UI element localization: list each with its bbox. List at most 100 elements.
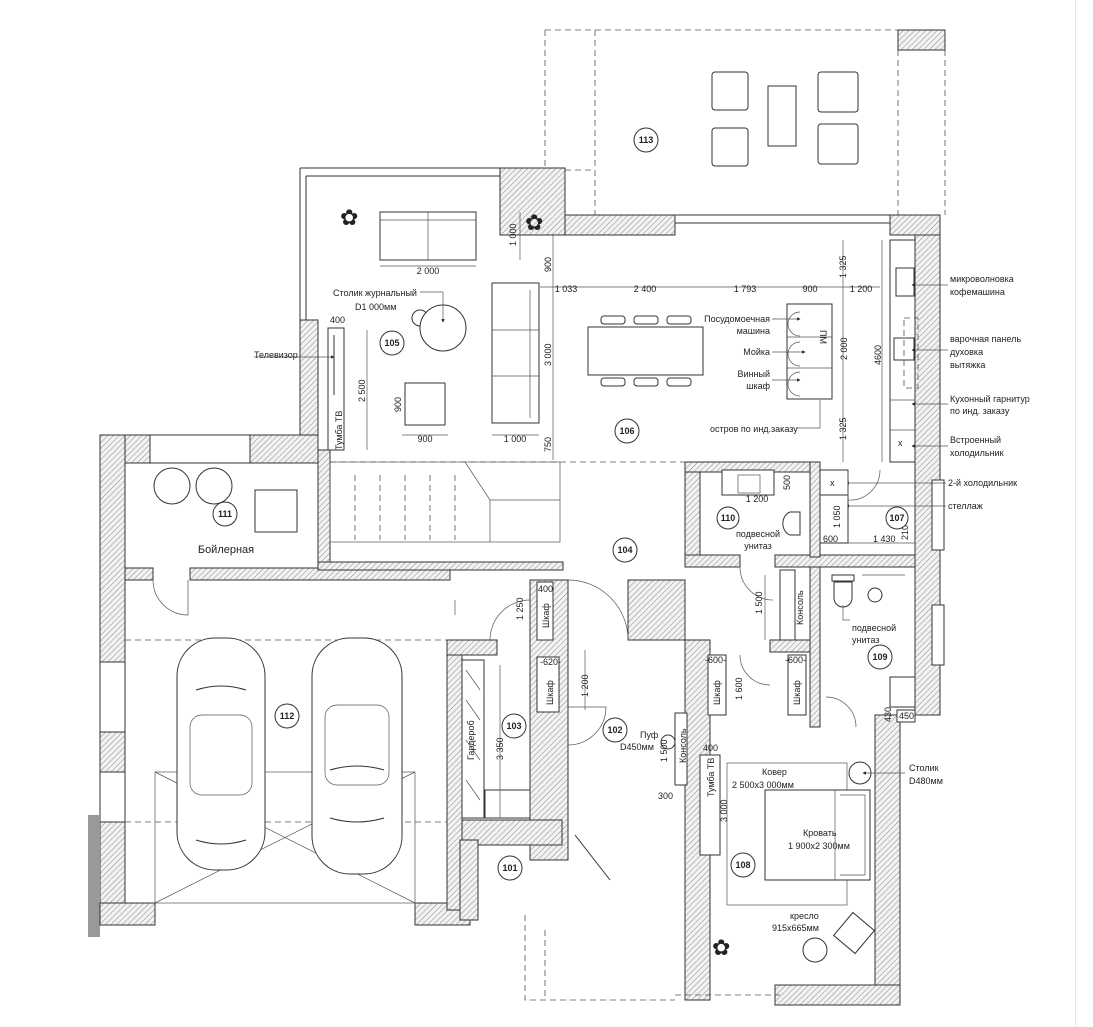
car-icon [176,637,266,871]
dim-1325-bottom: 1 325 [838,417,848,440]
dim-1200-hall: 1 200 [580,674,590,697]
hall-wardrobes: -600- -600- Шкаф Шкаф 1 600 [705,654,807,716]
armchair [832,911,876,955]
dim-sofa2-length: 3 000 [543,343,553,366]
room-number-107: 107 [889,513,904,523]
dim-living-2500: 2 500 [357,379,367,402]
dining-table [587,326,704,376]
room-number-105: 105 [384,338,399,348]
toilet-icon [833,581,853,608]
toilet-label-109-2: унитаз [852,635,880,645]
hood-label: вытяжка [950,360,985,370]
dishwasher-mark: ПМ [818,330,828,344]
room-number-108: 108 [735,860,750,870]
room-number-103: 103 [506,721,521,731]
shelving-label: стеллаж [948,501,983,511]
dim-1430: 1 430 [873,534,896,544]
dim-300: 300 [658,791,673,801]
room-number-110: 110 [721,513,736,523]
side-table-size: D480мм [909,776,943,786]
bed-label: Кровать [803,828,837,838]
microwave-label: микроволновка [950,274,1014,284]
fridge-label-2: холодильник [950,448,1004,458]
tv-label: Телевизор [254,350,298,360]
boiler-room-label: Бойлерная [198,544,254,556]
room-number-104: 104 [617,545,632,555]
armchair-label: кресло [790,911,819,921]
wardrobe-label: Шкаф [541,603,551,628]
dim-wardrobe-right-600: -600- [785,655,806,665]
boiler-room-111: 111 Бойлерная [152,467,298,616]
sofa-long [491,282,540,424]
dining-chairs [600,315,692,387]
room-marker-113 [633,127,659,153]
dim-1200: 1 200 [850,284,873,294]
pouf [660,734,676,750]
dishwasher-label: Посудомоечная [704,314,770,324]
side-table-label: Столик [909,763,939,773]
dim-450: 450 [899,711,914,721]
walls [88,167,945,1006]
dim-1793: 1 793 [734,284,757,294]
armchair [404,382,446,426]
dim-hall-1600: 1 600 [734,677,744,700]
tv-stand-bed-label: Тумба ТВ [706,758,716,797]
dim-wardrobe-left-600: -600- [705,655,726,665]
living-room-105: ✿ ✿ Столик журнальный D1 000мм Телевизор… [254,205,880,460]
dim-2000: 2 000 [839,337,849,360]
dim-basin-1200: 1 200 [746,494,769,504]
pouf-label: Пуф [640,730,659,740]
toilet-label-2: унитаз [744,541,772,551]
wardrobe-label-2: Шкаф [545,680,555,705]
carpet-label: Ковер [762,767,787,777]
room-number-106: 106 [619,426,634,436]
island-label: остров по инд.заказу [710,424,798,434]
dim-1033: 1 033 [555,284,578,294]
fridge-x-icon: x [898,438,903,448]
dim-1050: 1 050 [832,505,842,528]
boiler [254,489,298,533]
plant-icon: ✿ [712,935,730,960]
terrace-113: 113 [544,29,946,215]
bed-size: 1 900х2 300мм [788,841,850,851]
kitchen-106: ПМ x Посудомоечная машина Мойка Винный ш… [330,239,1030,511]
dim-sofa-depth: 1 000 [508,223,518,246]
dim-chair-height: 900 [393,397,403,412]
dim-bed-3000: 3 000 [719,799,729,822]
plant-icon: ✿ [340,205,358,230]
dim-900: 900 [802,284,817,294]
room-number-112: 112 [280,711,295,721]
dim-hall-1500: 1 500 [754,591,764,614]
room-number-113: 113 [639,135,654,145]
fridge-x-icon: x [830,478,835,488]
room-number-109: 109 [872,652,887,662]
plant-icon: ✿ [525,210,543,235]
hall-102-104: 1 200 Пуф D450мм 1 500 Консоль 300 102 1… [497,537,688,881]
dim-sofa2-width: 1 000 [504,434,527,444]
page-edge-line [1075,0,1076,1027]
bed [764,789,871,881]
kitchen-island [786,303,833,400]
room-number-101: 101 [502,863,517,873]
toilet-label-109: подвесной [852,623,896,633]
wine-cabinet-label-2: шкаф [746,381,770,391]
carpet-size: 2 500х3 000мм [732,780,794,790]
second-fridge-label: 2-й холодильник [948,478,1017,488]
dim-basin-500: 500 [782,475,792,490]
oven-label: духовка [950,347,983,357]
wine-cabinet-label: Винный [738,369,770,379]
bathroom-109: Консоль 1 500 подвесной унитаз 450 430 1… [754,569,916,728]
hob-label: варочная панель [950,334,1021,344]
dishwasher-label-2: машина [737,326,770,336]
dim-1250: 1 250 [515,597,525,620]
dim-wardrobe-620: -620- [540,657,561,667]
dim-sofa-width: 2 000 [417,266,440,276]
washbasin [721,469,775,496]
staircase [329,461,561,543]
dim-4600: 4600 [873,345,883,365]
dim-chair-width: 900 [417,434,432,444]
dim-600-pantry: 600 [823,534,838,544]
bedroom-108: 400 Тумба ТВ 3 000 ✿ Ковер 2 500х3 000мм… [699,743,943,963]
kitchen-leaders [772,283,948,508]
kitchen-set-label: Кухонный гарнитур [950,394,1030,404]
